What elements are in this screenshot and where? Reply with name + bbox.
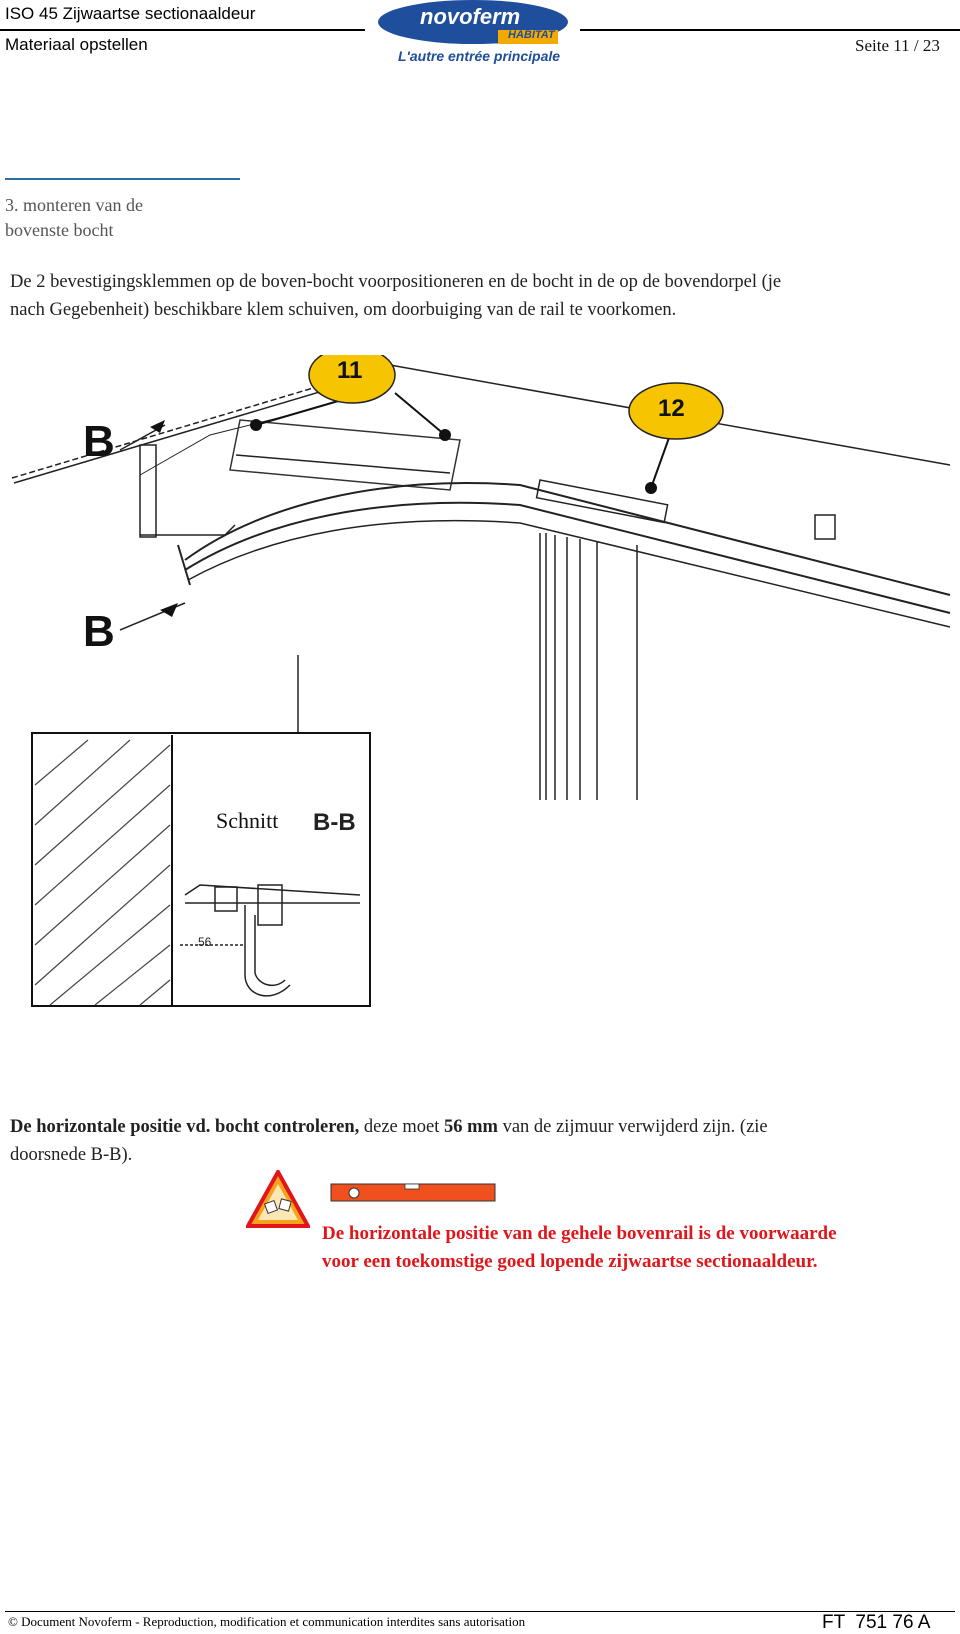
check-bold2: 56 mm xyxy=(444,1117,498,1137)
logo-sub: HABITAT xyxy=(508,29,555,41)
check-line2: doorsnede B-B). xyxy=(10,1145,133,1165)
dimension-56: 56 xyxy=(198,935,212,949)
header-rule-left xyxy=(0,29,365,31)
warning-line2: voor een toekomstige goed lopende zijwaa… xyxy=(322,1251,818,1272)
section-title-line1: 3. monteren van de xyxy=(5,195,143,215)
check-normal2: van de zijmuur verwijderd zijn. (zie xyxy=(497,1117,768,1137)
warning-triangle-icon xyxy=(244,1167,312,1230)
intro-line2: nach Gegebenheit) beschikbare klem schui… xyxy=(10,300,677,320)
page-number: Seite 11 / 23 xyxy=(855,36,940,55)
novoferm-logo: novoferm HABITAT L'autre entrée principa… xyxy=(378,0,578,70)
section-marker-b-bottom: B xyxy=(83,607,115,656)
logo-tagline: L'autre entrée principale xyxy=(398,48,561,64)
section-id: B-B xyxy=(313,809,356,836)
header-rule-right xyxy=(580,29,960,31)
spirit-level-icon xyxy=(330,1182,496,1202)
check-bold1: De horizontale positie vd. bocht control… xyxy=(10,1117,360,1137)
section-word: Schnitt xyxy=(216,808,279,833)
section-marker-b-top: B xyxy=(83,417,115,466)
callout-11: 11 xyxy=(337,357,363,384)
check-normal1: deze moet xyxy=(359,1117,444,1137)
section-subtitle: Materiaal opstellen xyxy=(5,35,148,54)
section-title-line2: bovenste bocht xyxy=(5,220,114,240)
footer-doc-code: FT 751 76 A xyxy=(822,1612,931,1633)
footer-copyright: © Document Novoferm - Reproduction, modi… xyxy=(8,1614,526,1629)
logo-brand: novoferm xyxy=(420,4,521,29)
callout-12: 12 xyxy=(658,395,685,422)
section-title-rule xyxy=(5,178,240,180)
warning-line1: De horizontale positie van de gehele bov… xyxy=(322,1223,837,1244)
document-title: ISO 45 Zijwaartse sectionaaldeur xyxy=(5,4,256,23)
footer-rule xyxy=(5,1611,955,1612)
intro-line1: De 2 bevestigingsklemmen op de boven-boc… xyxy=(10,272,782,292)
installation-figure: 11 12 B B Schnitt B-B 56 xyxy=(0,346,960,1055)
check-line1: De horizontale positie vd. bocht control… xyxy=(10,1113,768,1141)
